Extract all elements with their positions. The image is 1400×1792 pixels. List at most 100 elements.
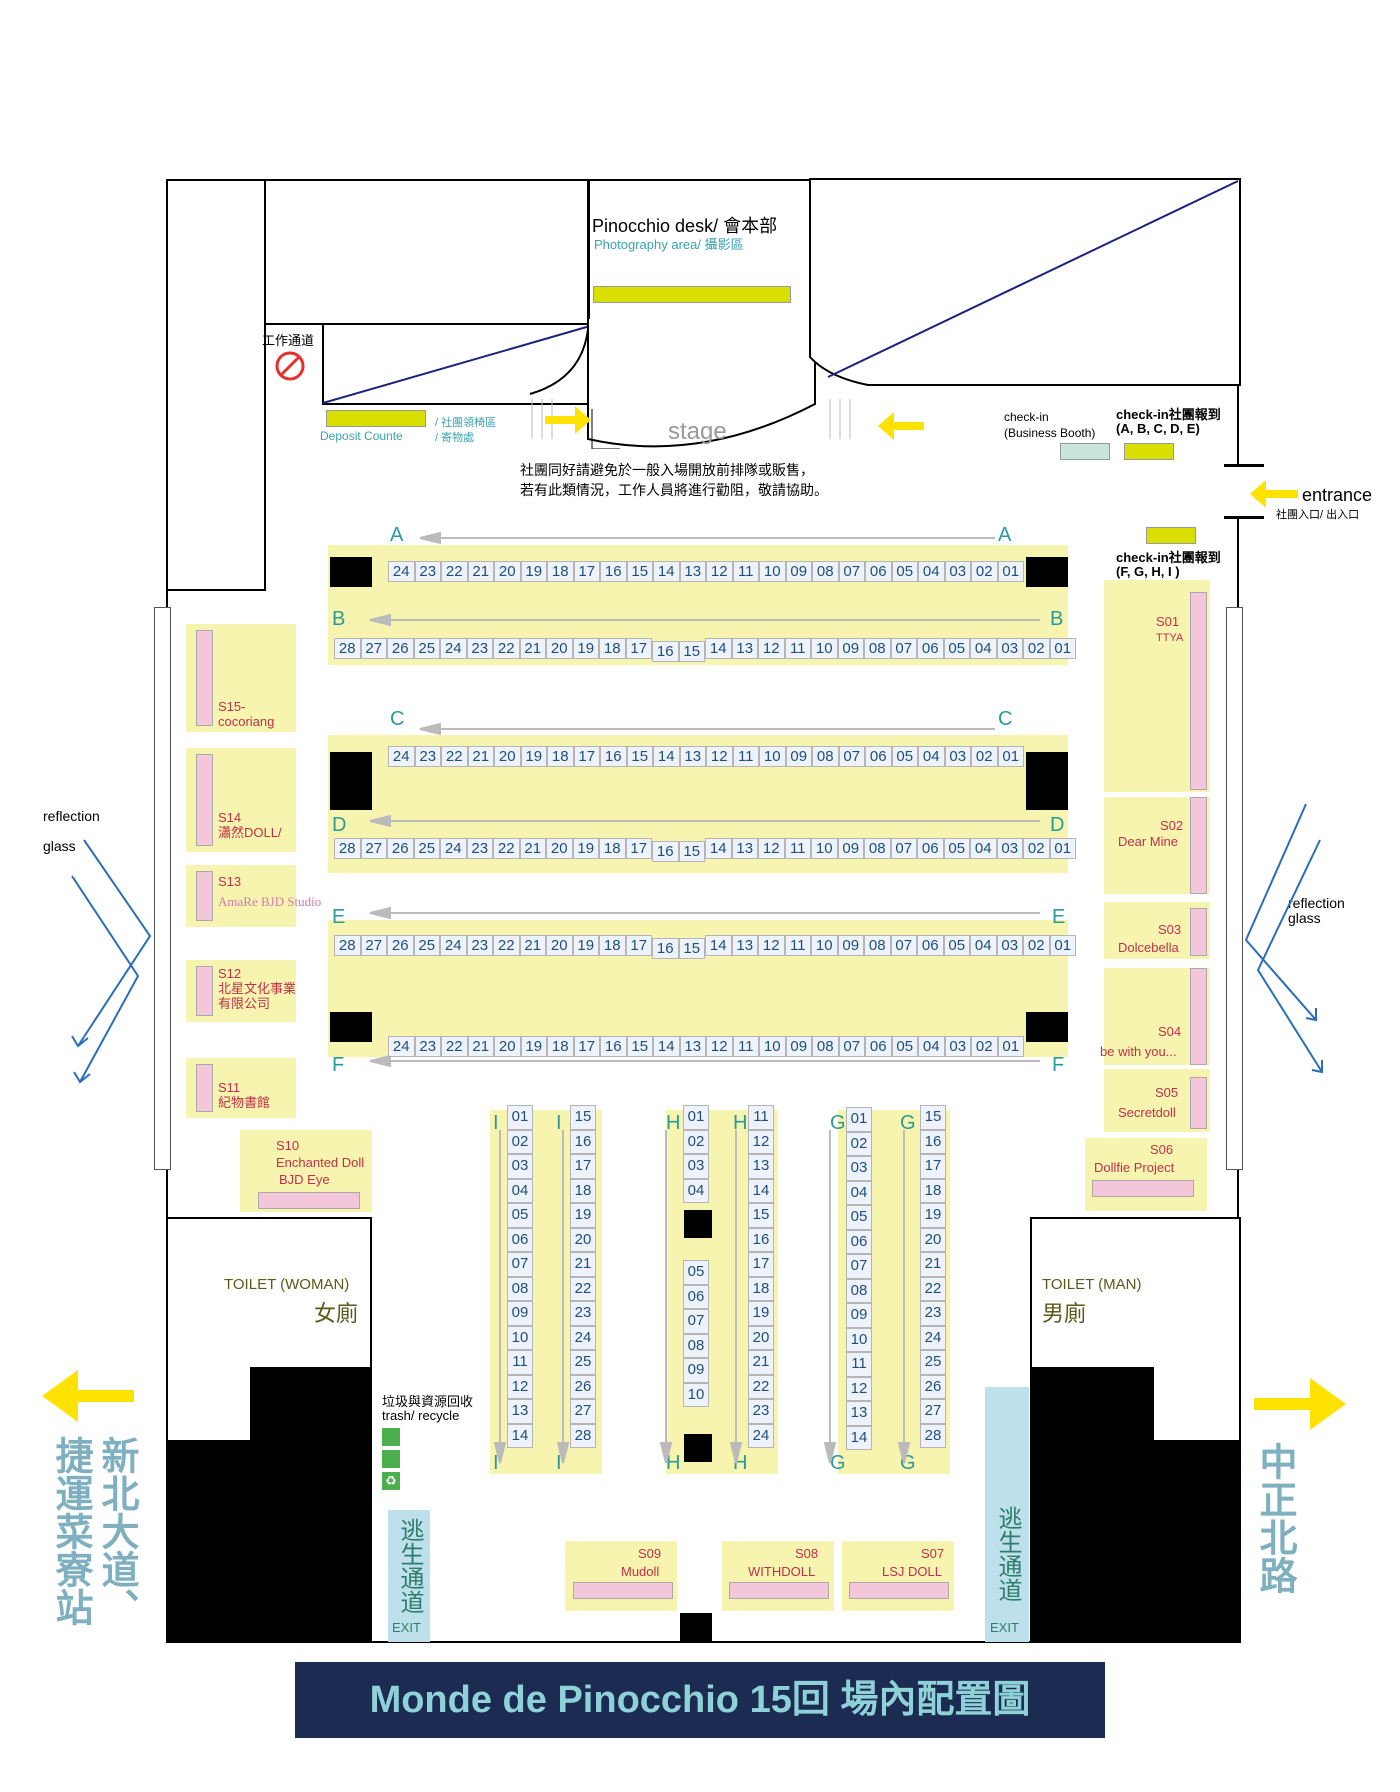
booth-h[interactable]: 22 <box>748 1374 774 1399</box>
booth-e[interactable]: 10 <box>811 935 838 956</box>
booth-c[interactable]: 08 <box>812 746 839 767</box>
booth-b[interactable]: 24 <box>440 638 467 659</box>
booth-g[interactable]: 22 <box>920 1276 946 1301</box>
booth-a[interactable]: 08 <box>812 561 839 582</box>
booth-b[interactable]: 09 <box>837 638 864 659</box>
booth-d[interactable]: 23 <box>466 838 493 859</box>
booth-a[interactable]: 09 <box>785 561 812 582</box>
booth-f[interactable]: 18 <box>547 1036 574 1057</box>
booth-e[interactable]: 13 <box>731 935 758 956</box>
exit-left[interactable] <box>388 1510 430 1642</box>
booth-c[interactable]: 03 <box>944 746 971 767</box>
booth-e[interactable]: 16 <box>652 938 679 959</box>
booth-c[interactable]: 05 <box>891 746 918 767</box>
booth-b[interactable]: 10 <box>811 638 838 659</box>
booth-f[interactable]: 22 <box>441 1036 468 1057</box>
booth-h[interactable]: 13 <box>748 1154 774 1179</box>
booth-i[interactable]: 12 <box>507 1374 533 1399</box>
booth-a[interactable]: 17 <box>573 561 600 582</box>
booth-i[interactable]: 14 <box>507 1423 533 1448</box>
booth-f[interactable]: 04 <box>918 1036 945 1057</box>
booth-i[interactable]: 04 <box>507 1178 533 1203</box>
booth-i[interactable]: 23 <box>570 1301 596 1326</box>
booth-g[interactable]: 12 <box>846 1376 872 1401</box>
booth-f[interactable]: 20 <box>494 1036 521 1057</box>
booth-e[interactable]: 05 <box>943 935 970 956</box>
booth-g[interactable]: 10 <box>846 1327 872 1352</box>
booth-d[interactable]: 24 <box>440 838 467 859</box>
booth-d[interactable]: 09 <box>837 838 864 859</box>
booth-h[interactable]: 08 <box>683 1333 709 1358</box>
booth-d[interactable]: 06 <box>917 838 944 859</box>
booth-b[interactable]: 05 <box>943 638 970 659</box>
booth-d[interactable]: 07 <box>890 838 917 859</box>
booth-b[interactable]: 21 <box>519 638 546 659</box>
booth-c[interactable]: 20 <box>494 746 521 767</box>
booth-e[interactable]: 07 <box>890 935 917 956</box>
booth-a[interactable]: 22 <box>441 561 468 582</box>
booth-a[interactable]: 02 <box>971 561 998 582</box>
booth-a[interactable]: 15 <box>626 561 653 582</box>
booth-a[interactable]: 10 <box>759 561 786 582</box>
booth-d[interactable]: 12 <box>758 838 785 859</box>
booth-i[interactable]: 05 <box>507 1203 533 1228</box>
booth-e[interactable]: 02 <box>1023 935 1050 956</box>
booth-e[interactable]: 23 <box>466 935 493 956</box>
booth-i[interactable]: 01 <box>507 1105 533 1130</box>
booth-g[interactable]: 20 <box>920 1227 946 1252</box>
booth-b[interactable]: 25 <box>413 638 440 659</box>
booth-a[interactable]: 13 <box>679 561 706 582</box>
booth-h[interactable]: 07 <box>683 1309 709 1334</box>
booth-a[interactable]: 01 <box>997 561 1024 582</box>
booth-g[interactable]: 24 <box>920 1325 946 1350</box>
booth-f[interactable]: 09 <box>785 1036 812 1057</box>
booth-g[interactable]: 03 <box>846 1156 872 1181</box>
booth-i[interactable]: 10 <box>507 1325 533 1350</box>
booth-g[interactable]: 26 <box>920 1374 946 1399</box>
booth-d[interactable]: 08 <box>864 838 891 859</box>
booth-f[interactable]: 17 <box>573 1036 600 1057</box>
booth-i[interactable]: 22 <box>570 1276 596 1301</box>
booth-g[interactable]: 08 <box>846 1278 872 1303</box>
booth-c[interactable]: 10 <box>759 746 786 767</box>
booth-b[interactable]: 18 <box>599 638 626 659</box>
booth-e[interactable]: 28 <box>334 935 361 956</box>
booth-g[interactable]: 09 <box>846 1303 872 1328</box>
booth-g[interactable]: 01 <box>846 1107 872 1132</box>
booth-f[interactable]: 16 <box>600 1036 627 1057</box>
booth-d[interactable]: 20 <box>546 838 573 859</box>
booth-i[interactable]: 27 <box>570 1399 596 1424</box>
booth-d[interactable]: 15 <box>678 841 705 862</box>
booth-f[interactable]: 24 <box>388 1036 415 1057</box>
booth-g[interactable]: 05 <box>846 1205 872 1230</box>
booth-e[interactable]: 14 <box>705 935 732 956</box>
booth-c[interactable]: 11 <box>732 746 759 767</box>
booth-e[interactable]: 01 <box>1049 935 1076 956</box>
booth-e[interactable]: 22 <box>493 935 520 956</box>
booth-f[interactable]: 15 <box>626 1036 653 1057</box>
booth-e[interactable]: 08 <box>864 935 891 956</box>
booth-e[interactable]: 27 <box>360 935 387 956</box>
booth-b[interactable]: 16 <box>652 641 679 662</box>
booth-f[interactable]: 12 <box>706 1036 733 1057</box>
booth-d[interactable]: 25 <box>413 838 440 859</box>
booth-i[interactable]: 19 <box>570 1203 596 1228</box>
booth-e[interactable]: 25 <box>413 935 440 956</box>
booth-c[interactable]: 04 <box>918 746 945 767</box>
booth-b[interactable]: 20 <box>546 638 573 659</box>
booth-g[interactable]: 25 <box>920 1350 946 1375</box>
booth-c[interactable]: 16 <box>600 746 627 767</box>
booth-s09[interactable] <box>565 1541 677 1611</box>
booth-b[interactable]: 28 <box>334 638 361 659</box>
booth-g[interactable]: 15 <box>920 1105 946 1130</box>
booth-d[interactable]: 02 <box>1023 838 1050 859</box>
booth-g[interactable]: 16 <box>920 1129 946 1154</box>
booth-s07[interactable] <box>842 1541 954 1611</box>
booth-f[interactable]: 11 <box>732 1036 759 1057</box>
booth-f[interactable]: 01 <box>997 1036 1024 1057</box>
booth-b[interactable]: 19 <box>572 638 599 659</box>
booth-g[interactable]: 07 <box>846 1254 872 1279</box>
booth-b[interactable]: 17 <box>625 638 652 659</box>
booth-a[interactable]: 23 <box>414 561 441 582</box>
booth-d[interactable]: 28 <box>334 838 361 859</box>
